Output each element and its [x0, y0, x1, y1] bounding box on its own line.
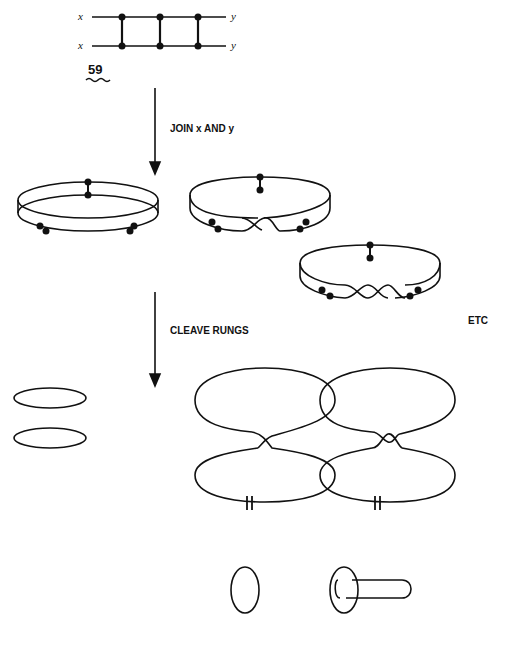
figure-number: 59	[88, 63, 102, 76]
end-label: x	[78, 40, 83, 51]
step-label: CLEAVE RUNGS	[170, 326, 249, 336]
down-arrow	[150, 88, 160, 386]
figure-eight-loop	[195, 368, 335, 502]
unknot	[231, 567, 259, 613]
loop	[14, 388, 86, 448]
end-label: x	[78, 11, 83, 22]
linked-loops	[330, 567, 411, 613]
equals-sign	[247, 496, 380, 510]
ladder-diagram	[92, 14, 226, 50]
figure-eight-loop	[320, 368, 455, 502]
end-label: y	[231, 40, 236, 51]
twisted-ribbon-ring	[190, 174, 330, 233]
etc-label: ETC	[468, 316, 488, 326]
end-label: y	[231, 11, 236, 22]
ribbon-ring	[18, 179, 158, 235]
twisted-ribbon-ring	[300, 242, 440, 300]
wavy-underline	[86, 79, 110, 82]
step-label: JOIN x AND y	[170, 124, 234, 134]
